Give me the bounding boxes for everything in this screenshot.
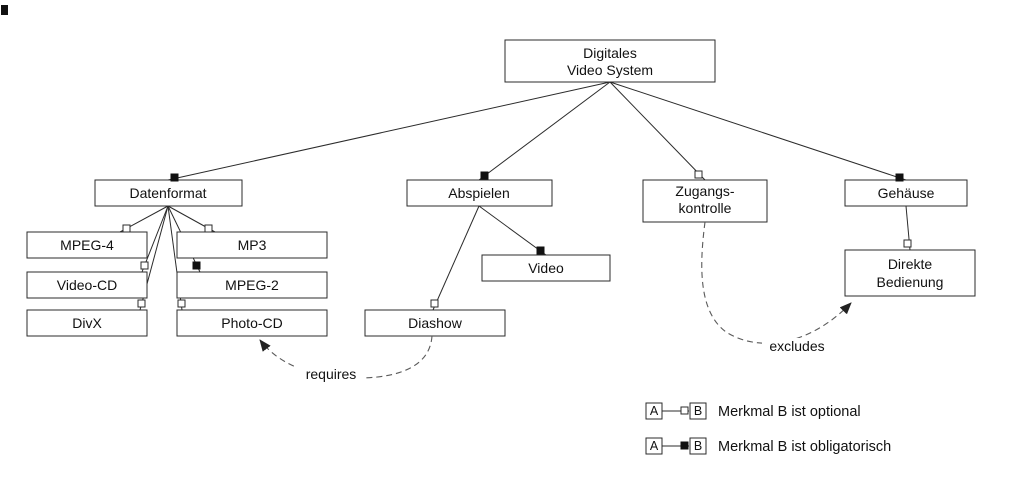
feature-label-abspielen: Abspielen [448, 185, 510, 201]
edge-root-abspielen [478, 81, 611, 181]
mandatory-marker-datenformat [170, 173, 179, 182]
legend-box-b-optional [689, 402, 707, 420]
feature-node-zugangskontrolle: Zugangs- kontrolle [642, 179, 768, 223]
feature-box-video [481, 254, 611, 282]
legend-mandatory-marker-icon [680, 441, 689, 450]
feature-node-mp3: MP3 [176, 231, 328, 259]
feature-label-direkte-line2: Bedienung [877, 274, 944, 290]
legend-row-mandatory: A B Merkmal B ist obligatorisch [645, 437, 891, 455]
feature-node-direkte-bedienung: Direkte Bedienung [844, 249, 976, 297]
feature-label-mp3: MP3 [238, 237, 267, 253]
feature-label-mpeg4: MPEG-4 [60, 237, 114, 253]
edge-root-zugangskontrolle [609, 81, 706, 181]
optional-marker-mp3 [204, 224, 213, 233]
requires-label-bg [296, 366, 366, 382]
feature-label-diashow: Diashow [408, 315, 463, 331]
feature-label-zugangskontrolle-line2: kontrolle [679, 200, 732, 216]
feature-box-mpeg4 [26, 231, 148, 259]
feature-box-datenformat [94, 179, 243, 207]
edge-root-gehaeuse [609, 81, 907, 181]
feature-label-photocd: Photo-CD [221, 315, 282, 331]
excludes-label: excludes [769, 338, 824, 354]
feature-node-photocd: Photo-CD [176, 309, 328, 337]
legend-row-optional: A B Merkmal B ist optional [645, 402, 861, 420]
scan-artifact [1, 5, 8, 15]
feature-box-divx [26, 309, 148, 337]
feature-label-videocd: Video-CD [57, 277, 117, 293]
feature-node-divx: DivX [26, 309, 148, 337]
legend-box-b-mandatory [689, 437, 707, 455]
requires-label: requires [306, 366, 357, 382]
feature-node-mpeg4: MPEG-4 [26, 231, 148, 259]
legend-b-label-mandatory: B [694, 439, 702, 453]
feature-node-video: Video [481, 254, 611, 282]
edge-abspielen-diashow [432, 205, 480, 311]
optional-marker-diashow [430, 299, 439, 308]
edge-abspielen-video [478, 205, 547, 256]
feature-node-root: Digitales Video System [504, 39, 716, 83]
feature-node-diashow: Diashow [364, 309, 506, 337]
feature-box-mp3 [176, 231, 328, 259]
legend-text-mandatory: Merkmal B ist obligatorisch [718, 439, 891, 455]
feature-box-direkte-bedienung [844, 249, 976, 297]
feature-box-root [504, 39, 716, 83]
legend-a-label-optional: A [650, 404, 659, 418]
optional-marker-photocd [177, 299, 186, 308]
legend-optional-marker-icon [680, 406, 689, 415]
optional-marker-divx [137, 299, 146, 308]
feature-node-datenformat: Datenformat [94, 179, 243, 207]
feature-node-abspielen: Abspielen [406, 179, 553, 207]
feature-box-gehaeuse [844, 179, 968, 207]
feature-box-diashow [364, 309, 506, 337]
edge-datenformat-videocd [141, 205, 169, 273]
optional-marker-direkte-bedienung [903, 239, 912, 248]
feature-label-root-line1: Digitales [583, 45, 637, 61]
feature-label-zugangskontrolle-line1: Zugangs- [675, 183, 734, 199]
edge-root-datenformat [167, 81, 611, 181]
legend-b-label-optional: B [694, 404, 702, 418]
legend: A B Merkmal B ist optional A B Merkmal B… [645, 402, 891, 455]
mandatory-marker-abspielen [480, 171, 489, 180]
feature-box-videocd [26, 271, 148, 299]
feature-label-datenformat: Datenformat [129, 185, 206, 201]
feature-label-direkte-line1: Direkte [888, 256, 933, 272]
mandatory-marker-video [536, 246, 545, 255]
optional-marker-mpeg4 [122, 224, 131, 233]
feature-node-videocd: Video-CD [26, 271, 148, 299]
feature-node-mpeg2: MPEG-2 [176, 271, 328, 299]
feature-label-root-line2: Video System [567, 62, 653, 78]
feature-label-mpeg2: MPEG-2 [225, 277, 279, 293]
excludes-label-bg [762, 338, 832, 354]
feature-box-mpeg2 [176, 271, 328, 299]
legend-a-label-mandatory: A [650, 439, 659, 453]
optional-marker-videocd [140, 261, 149, 270]
feature-label-video: Video [528, 260, 564, 276]
optional-marker-zugangskontrolle [694, 170, 703, 179]
mandatory-marker-gehaeuse [895, 173, 904, 182]
feature-label-gehaeuse: Gehäuse [878, 185, 935, 201]
feature-node-gehaeuse: Gehäuse [844, 179, 968, 207]
feature-label-divx: DivX [72, 315, 102, 331]
legend-text-optional: Merkmal B ist optional [718, 404, 861, 420]
feature-box-photocd [176, 309, 328, 337]
mandatory-marker-mpeg2 [192, 261, 201, 270]
excludes-arrow [701, 221, 852, 344]
feature-box-abspielen [406, 179, 553, 207]
